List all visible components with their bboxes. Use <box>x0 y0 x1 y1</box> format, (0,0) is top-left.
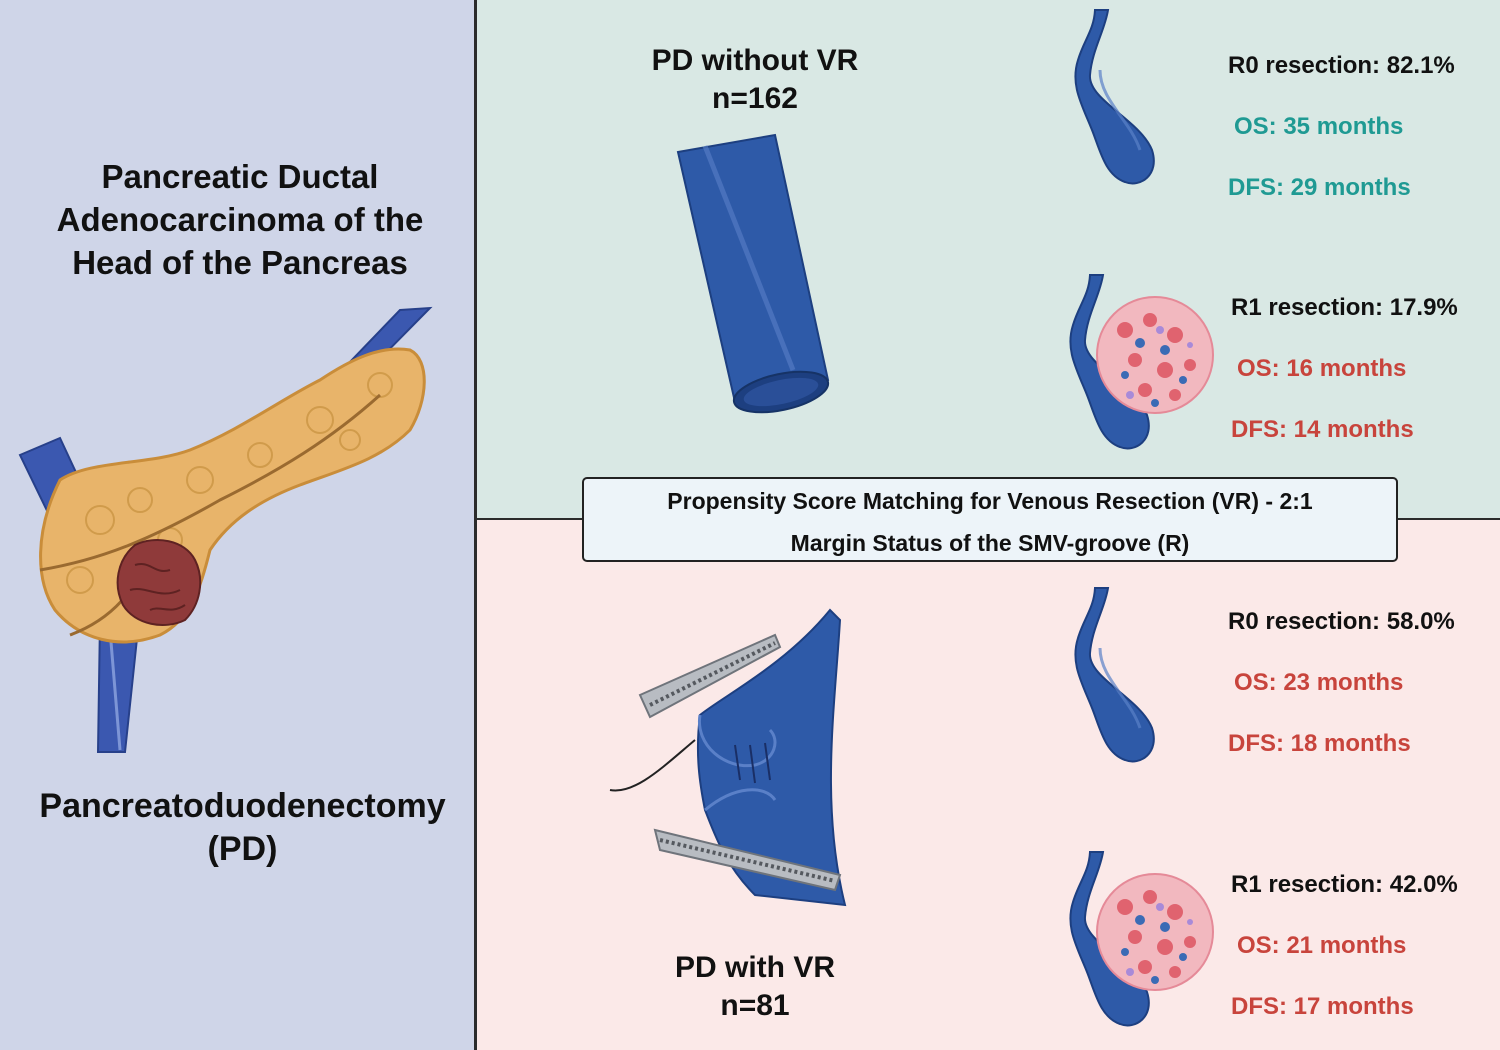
bottom-r1-dfs: DFS: 17 months <box>1231 993 1414 1020</box>
matching-line-1: Propensity Score Matching for Venous Res… <box>667 488 1313 514</box>
bottom-group-n: n=81 <box>720 989 790 1022</box>
propensity-matching-box: Propensity Score Matching for Venous Res… <box>582 477 1398 562</box>
main-title: Pancreatic Ductal Adenocarcinoma of the … <box>56 158 424 281</box>
vein-clamp-icon <box>609 608 847 907</box>
top-r1-os: OS: 16 months <box>1237 355 1407 382</box>
bottom-panel-with-vr <box>477 520 1500 1050</box>
top-r1-dfs: DFS: 14 months <box>1231 416 1414 443</box>
top-r0-label: R0 resection: 82.1% <box>1228 52 1455 79</box>
bottom-r0-os: OS: 23 months <box>1234 669 1404 696</box>
bottom-r1-os: OS: 21 months <box>1237 932 1407 959</box>
vein-icon <box>1074 587 1155 763</box>
top-r1-label: R1 resection: 17.9% <box>1231 294 1458 321</box>
bottom-r0-dfs: DFS: 18 months <box>1228 730 1411 757</box>
bottom-group-title: PD with VR <box>674 951 835 984</box>
top-r0-os: OS: 35 months <box>1234 113 1404 140</box>
vein-icon <box>1074 9 1155 185</box>
tumor-cells-icon <box>1069 274 1214 450</box>
top-group-n: n=162 <box>712 82 798 115</box>
bottom-r0-label: R0 resection: 58.0% <box>1228 608 1455 635</box>
top-r0-dfs: DFS: 29 months <box>1228 174 1411 201</box>
pancreas-icon <box>18 306 433 753</box>
vein-tube-icon <box>676 133 830 414</box>
bottom-r1-label: R1 resection: 42.0% <box>1231 871 1458 898</box>
tumor-icon <box>116 539 202 626</box>
procedure-title: Pancreatoduodenectomy (PD) <box>39 787 446 868</box>
matching-line-2: Margin Status of the SMV-groove (R) <box>790 530 1190 556</box>
top-group-title: PD without VR <box>651 44 859 77</box>
top-panel-without-vr <box>477 0 1500 520</box>
tumor-cells-icon <box>1069 851 1214 1027</box>
